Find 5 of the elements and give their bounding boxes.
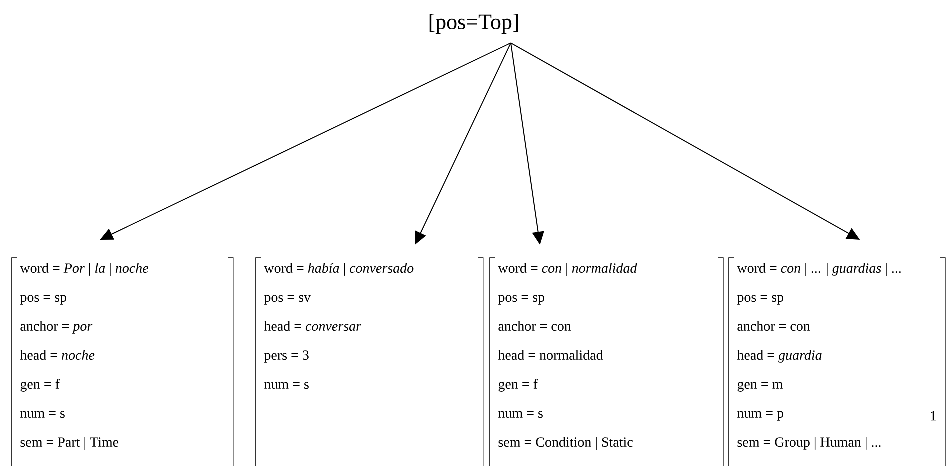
feature-matrix: word = Por | la | noche pos = sp anchor = por head = noche gen = f num = s sem = Part | Time <box>12 258 234 466</box>
feature-matrix: word = con | ... | guardias | ... pos = sp anchor = con head = guardia gen = m num = p sem = Group | Human | ... 1 <box>728 258 946 466</box>
feature-matrix: word = con | normalidad pos = sp anchor = con head = normalidad gen = f num = s sem = Condition | Static <box>490 258 724 466</box>
feature-label: [pos=Top] <box>430 14 518 34</box>
feature-matrix: word = había | conversado pos = sv head = conversar pers = 3 num = s <box>256 258 484 466</box>
